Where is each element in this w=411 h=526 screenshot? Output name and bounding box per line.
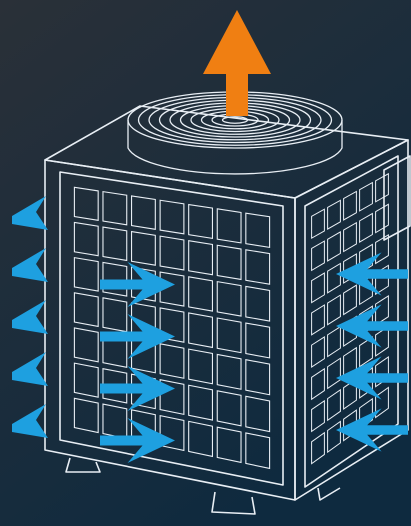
heat-pump-diagram [0,0,411,526]
diagram-canvas [0,0,411,526]
background [0,0,411,526]
